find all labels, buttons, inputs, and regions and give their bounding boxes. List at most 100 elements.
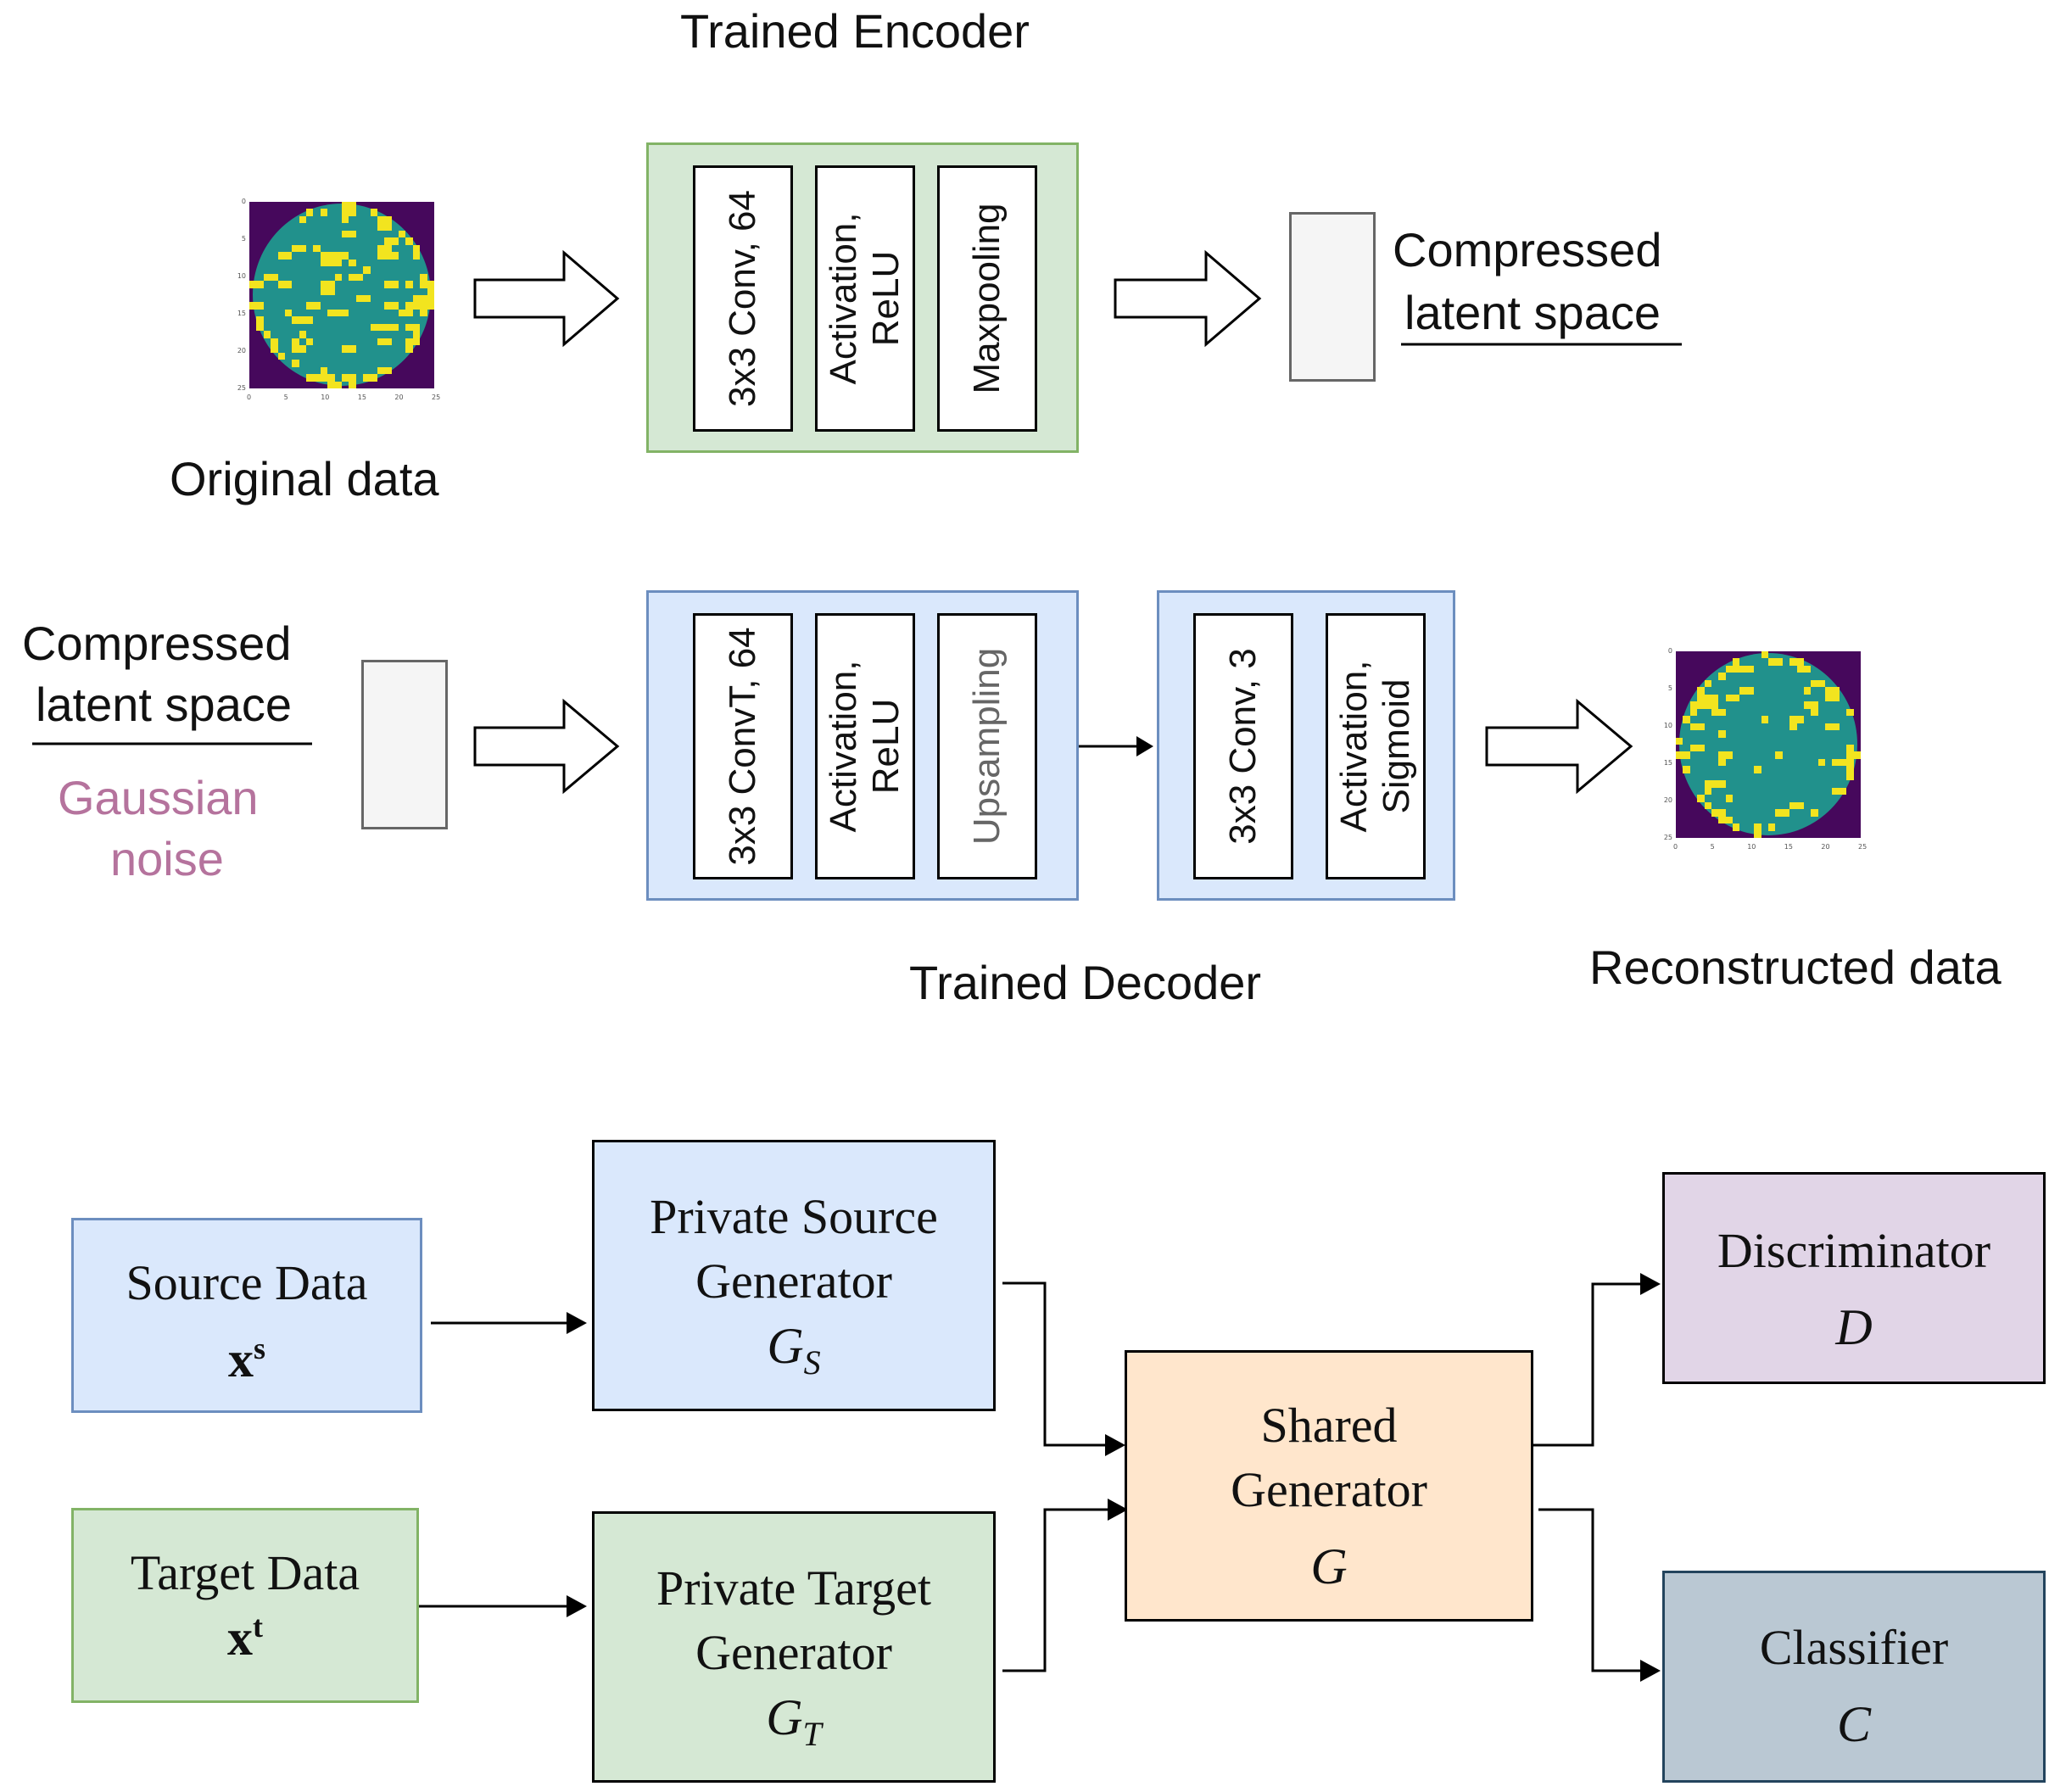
- wafer-defect-cell: [427, 288, 434, 295]
- discriminator-box: Discriminator D: [1662, 1172, 2046, 1384]
- wafer-defect-cell: [327, 309, 342, 317]
- wafer-defect-cell: [320, 209, 328, 216]
- wafer-defect-cell: [1683, 716, 1690, 723]
- wafer-defect-cell: [1711, 780, 1726, 788]
- wafer-defect-cell: [412, 338, 421, 346]
- wafer-y-tick-label: 5: [1667, 684, 1672, 692]
- wafer-defect-cell: [256, 316, 264, 324]
- wafer-defect-cell: [271, 345, 278, 353]
- wafer-defect-cell: [299, 215, 307, 224]
- wafer-defect-cell: [384, 223, 392, 231]
- wafer-defect-cell: [1733, 823, 1740, 831]
- wafer-defect-cell: [284, 252, 293, 260]
- wafer-defect-cell: [342, 215, 349, 224]
- wafer-defect-cell: [327, 259, 342, 267]
- decoder-layer-convt: 3x3 ConvT, 64: [693, 613, 793, 879]
- wafer-defect-cell: [1832, 758, 1847, 767]
- wafer-defect-cell: [399, 309, 413, 317]
- wafer-defect-cell: [1697, 701, 1711, 709]
- wafer-defect-cell: [277, 252, 293, 260]
- wafer-defect-cell: [1761, 716, 1768, 723]
- wafer-defect-cell: [334, 273, 342, 282]
- wafer-defect-cell: [1846, 773, 1854, 781]
- wafer-defect-cell: [412, 295, 421, 303]
- arrowhead-discriminator: [1640, 1273, 1661, 1295]
- wafer-defect-cell: [384, 302, 399, 310]
- wafer-defect-cell: [1718, 673, 1726, 680]
- wafer-x-tick-label: 10: [321, 394, 330, 401]
- wafer-defect-cell: [277, 352, 285, 360]
- wafer-defect-cell: [377, 252, 385, 260]
- wafer-defect-cell: [1811, 809, 1818, 817]
- original-data-caption: Original data: [170, 452, 439, 505]
- wafer-defect-cell: [1796, 658, 1804, 666]
- wafer-defect-cell: [349, 345, 356, 353]
- wafer-defect-cell: [1789, 658, 1797, 666]
- wafer-defect-cell: [1718, 809, 1726, 817]
- wafer-defect-cell: [420, 281, 427, 288]
- wafer-defect-cell: [1711, 701, 1719, 709]
- wafer-defect-cell: [1846, 751, 1854, 759]
- shared-label-1: Shared: [1260, 1398, 1398, 1453]
- latent-caption-left-line1: Compressed: [22, 617, 292, 670]
- wafer-defect-cell: [306, 302, 321, 310]
- wafer-x-tick-label: 20: [1821, 843, 1830, 851]
- decoder-title: Trained Decoder: [909, 956, 1262, 1009]
- classifier-symbol: C: [1836, 1696, 1872, 1752]
- wafer-defect-cell: [1825, 723, 1840, 731]
- shared-symbol: G: [1310, 1538, 1348, 1594]
- wafer-defect-cell: [320, 259, 328, 267]
- private-target-symbol: GT: [766, 1689, 822, 1753]
- wafer-defect-cell: [334, 252, 349, 260]
- decoder-layer-upsampling: Upsampling: [937, 613, 1037, 879]
- wafer-defect-cell: [370, 374, 377, 382]
- wafer-defect-cell: [1846, 708, 1854, 717]
- block-arrow-decoder-in: [473, 698, 620, 795]
- wafer-defect-cell: [405, 338, 413, 346]
- wafer-defect-cell: [1711, 809, 1719, 817]
- wafer-defect-cell: [377, 366, 385, 375]
- private-source-to-shared-line: [1002, 1281, 1107, 1447]
- wafer-y-tick-label: 0: [241, 198, 246, 205]
- wafer-defect-cell: [1689, 701, 1698, 709]
- wafer-defect-cell: [320, 252, 335, 260]
- wafer-x-tick-label: 0: [1673, 843, 1678, 851]
- shared-to-classifier-line: [1538, 1508, 1642, 1672]
- shared-label-2: Generator: [1231, 1462, 1427, 1517]
- private-source-label-2: Generator: [695, 1253, 892, 1309]
- wafer-x-tick-label: 0: [247, 394, 252, 401]
- wafer-defect-cell: [384, 252, 399, 260]
- wafer-defect-cell: [405, 281, 413, 288]
- wafer-defect-cell: [1825, 694, 1833, 702]
- target-data-label: Target Data: [130, 1545, 360, 1600]
- wafer-defect-cell: [1704, 780, 1711, 788]
- gaussian-noise-line1: Gaussian: [58, 771, 259, 824]
- wafer-y-tick-label: 20: [237, 347, 246, 354]
- wafer-x-tick-label: 15: [357, 394, 366, 401]
- wafer-defect-cell: [320, 374, 328, 382]
- decoder-block-1: 3x3 ConvT, 64 Activation, ReLU Upsamplin…: [646, 590, 1079, 901]
- wafer-defect-cell: [420, 295, 427, 303]
- wafer-defect-cell: [256, 323, 264, 332]
- target-data-symbol: xt: [227, 1610, 263, 1666]
- wafer-defect-cell: [1811, 679, 1826, 688]
- reconstructed-data-caption: Reconstructed data: [1589, 941, 2002, 994]
- wafer-defect-cell: [405, 323, 421, 332]
- wafer-defect-pattern: [1676, 651, 1861, 838]
- wafer-defect-cell: [299, 331, 307, 338]
- discriminator-label: Discriminator: [1717, 1223, 1991, 1278]
- wafer-defect-cell: [349, 202, 356, 209]
- wafer-defect-cell: [1676, 737, 1683, 745]
- wafer-defect-cell: [1754, 823, 1761, 831]
- wafer-defect-cell: [1689, 723, 1705, 731]
- source-data-symbol: xs: [227, 1331, 265, 1387]
- wafer-defect-cell: [1697, 694, 1705, 702]
- wafer-defect-cell: [363, 374, 371, 382]
- wafer-defect-cell: [412, 244, 421, 253]
- wafer-defect-cell: [349, 209, 356, 216]
- wafer-defect-cell: [384, 215, 392, 224]
- wafer-defect-cell: [377, 223, 385, 231]
- wafer-defect-cell: [1803, 687, 1812, 695]
